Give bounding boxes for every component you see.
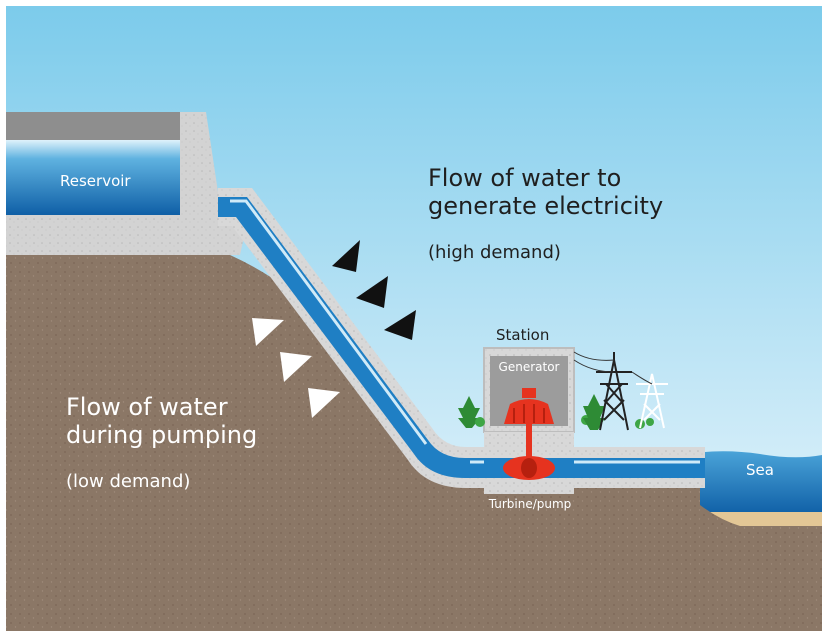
pump-line-2: during pumping xyxy=(66,421,258,450)
generate-arrow-1 xyxy=(332,240,360,272)
power-lines xyxy=(573,351,653,385)
pump-flow-label: Flow of water during pumping xyxy=(66,393,257,450)
pump-arrow-2 xyxy=(280,352,312,382)
pump-arrow-1 xyxy=(252,318,284,346)
generate-line-2: generate electricity xyxy=(428,192,664,221)
generate-flow-label: Flow of water to generate electricity xyxy=(428,164,663,221)
pump-demand-label: (low demand) xyxy=(66,471,191,492)
generate-arrow-3 xyxy=(384,310,416,340)
dam-texture xyxy=(6,112,250,255)
penstock-water xyxy=(218,197,705,478)
station-label: Station xyxy=(496,326,550,344)
sea-water xyxy=(680,451,822,515)
penstock-highlight xyxy=(230,199,428,445)
generator-label: Generator xyxy=(498,360,560,374)
generator-rotor-icon xyxy=(504,388,554,460)
generate-line-1: Flow of water to xyxy=(428,164,622,192)
turbine-label: Turbine/pump xyxy=(488,497,572,511)
sea-label: Sea xyxy=(746,461,774,479)
reservoir-label: Reservoir xyxy=(60,172,131,190)
sea-sand xyxy=(700,512,822,526)
pump-line-1: Flow of water xyxy=(66,393,228,421)
reservoir-water xyxy=(6,140,180,215)
reservoir-cap xyxy=(6,112,180,140)
tree-icon xyxy=(458,394,654,430)
generate-demand-label: (high demand) xyxy=(428,242,561,263)
pump-arrow-3 xyxy=(308,388,340,418)
turbine-pump-icon xyxy=(503,456,555,480)
generate-arrow-2 xyxy=(356,276,388,308)
